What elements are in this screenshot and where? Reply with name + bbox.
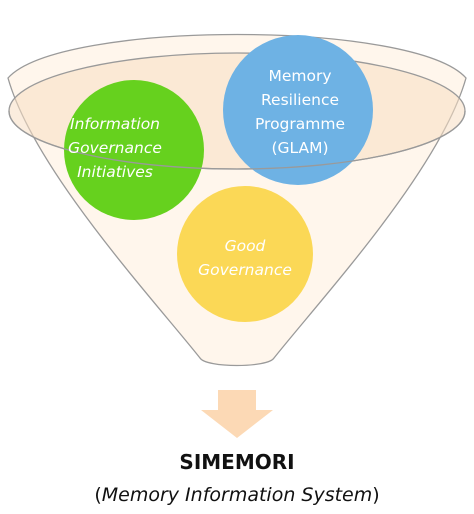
memory-resilience-label: Memory Resilience Programme (GLAM) [235, 64, 365, 160]
good-governance-label: Good Governance [185, 234, 305, 282]
good-governance-line-2: Governance [198, 261, 292, 279]
information-governance-line-1: Information [70, 115, 160, 133]
memory-resilience-line-3: Programme [254, 115, 346, 133]
good-governance-circle [177, 186, 313, 322]
subtitle-text: Memory Information System [101, 484, 373, 506]
subtitle-open-paren: ( [94, 484, 102, 506]
output-title: SIMEMORI [179, 450, 295, 474]
subtitle-close-paren: ) [372, 484, 380, 506]
down-arrow-icon [201, 390, 273, 438]
memory-resilience-line-2: Resilience [260, 91, 340, 109]
good-governance-line-1: Good [224, 237, 266, 255]
information-governance-circle [64, 80, 204, 220]
memory-resilience-circle [223, 35, 373, 185]
information-governance-line-2: Governance [68, 139, 162, 157]
output-subtitle: (Memory Information System) [0, 484, 474, 506]
information-governance-line-3: Initiatives [77, 163, 153, 181]
memory-resilience-line-4: (GLAM) [271, 139, 329, 157]
funnel-rim-front-edge [8, 110, 466, 170]
memory-resilience-line-1: Memory [268, 67, 332, 85]
information-governance-label: Information Governance Initiatives [60, 112, 170, 184]
